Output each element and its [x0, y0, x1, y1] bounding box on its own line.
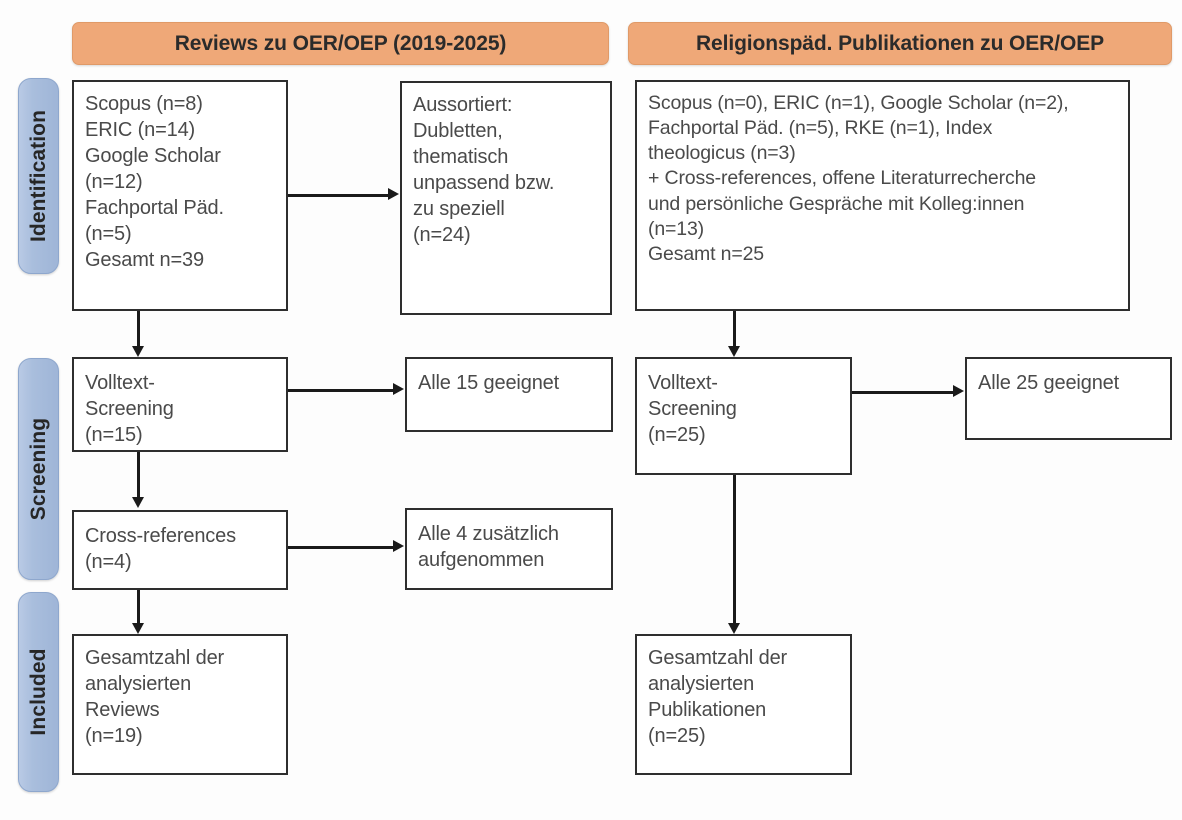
phase-label-included: Included [18, 592, 59, 792]
arrowhead-right-fulltext-to-included [728, 623, 740, 634]
arrowhead-left-crossrefs-to-result [393, 540, 404, 552]
connector-right-sources-to-fulltext [733, 311, 736, 346]
box-left-excluded: Aussortiert: Dubletten, thematisch unpas… [400, 81, 612, 315]
connector-left-crossrefs-to-result [288, 546, 393, 549]
box-left-sources: Scopus (n=8) ERIC (n=14) Google Scholar … [72, 80, 288, 311]
phase-label-identification: Identification [18, 78, 59, 274]
arrowhead-right-sources-to-fulltext [728, 346, 740, 357]
phase-label-screening-text: Screening [26, 417, 50, 521]
arrowhead-right-fulltext-to-result [953, 385, 964, 397]
box-right-fulltext-result: Alle 25 geeignet [965, 357, 1172, 440]
box-left-fulltext-result: Alle 15 geeignet [405, 357, 613, 432]
connector-left-fulltext-to-result [288, 389, 393, 392]
phase-label-screening: Screening [18, 358, 59, 580]
column-header-reviews: Reviews zu OER/OEP (2019-2025) [72, 22, 609, 65]
connector-left-crossrefs-to-included [137, 590, 140, 623]
box-left-fulltext-screening: Volltext- Screening (n=15) [72, 357, 288, 452]
connector-right-fulltext-to-included [733, 475, 736, 623]
column-header-religionspaed: Religionspäd. Publikationen zu OER/OEP [628, 22, 1172, 65]
arrowhead-left-fulltext-to-crossrefs [132, 497, 144, 508]
arrowhead-left-crossrefs-to-included [132, 623, 144, 634]
box-left-crossrefs-result: Alle 4 zusätzlich aufgenommen [405, 508, 613, 590]
connector-left-sources-to-excluded [288, 194, 388, 197]
phase-label-identification-text: Identification [26, 109, 50, 243]
connector-right-fulltext-to-result [852, 391, 953, 394]
box-left-crossrefs: Cross-references (n=4) [72, 510, 288, 590]
arrowhead-left-sources-to-fulltext [132, 346, 144, 357]
box-left-included: Gesamtzahl der analysierten Reviews (n=1… [72, 634, 288, 775]
box-right-included: Gesamtzahl der analysierten Publikatione… [635, 634, 852, 775]
connector-left-sources-to-fulltext [137, 311, 140, 346]
box-right-fulltext-screening: Volltext- Screening (n=25) [635, 357, 852, 475]
arrowhead-left-sources-to-excluded [388, 188, 399, 200]
connector-left-fulltext-to-crossrefs [137, 452, 140, 497]
phase-label-included-text: Included [26, 648, 50, 736]
arrowhead-left-fulltext-to-result [393, 383, 404, 395]
box-right-sources: Scopus (n=0), ERIC (n=1), Google Scholar… [635, 80, 1130, 311]
